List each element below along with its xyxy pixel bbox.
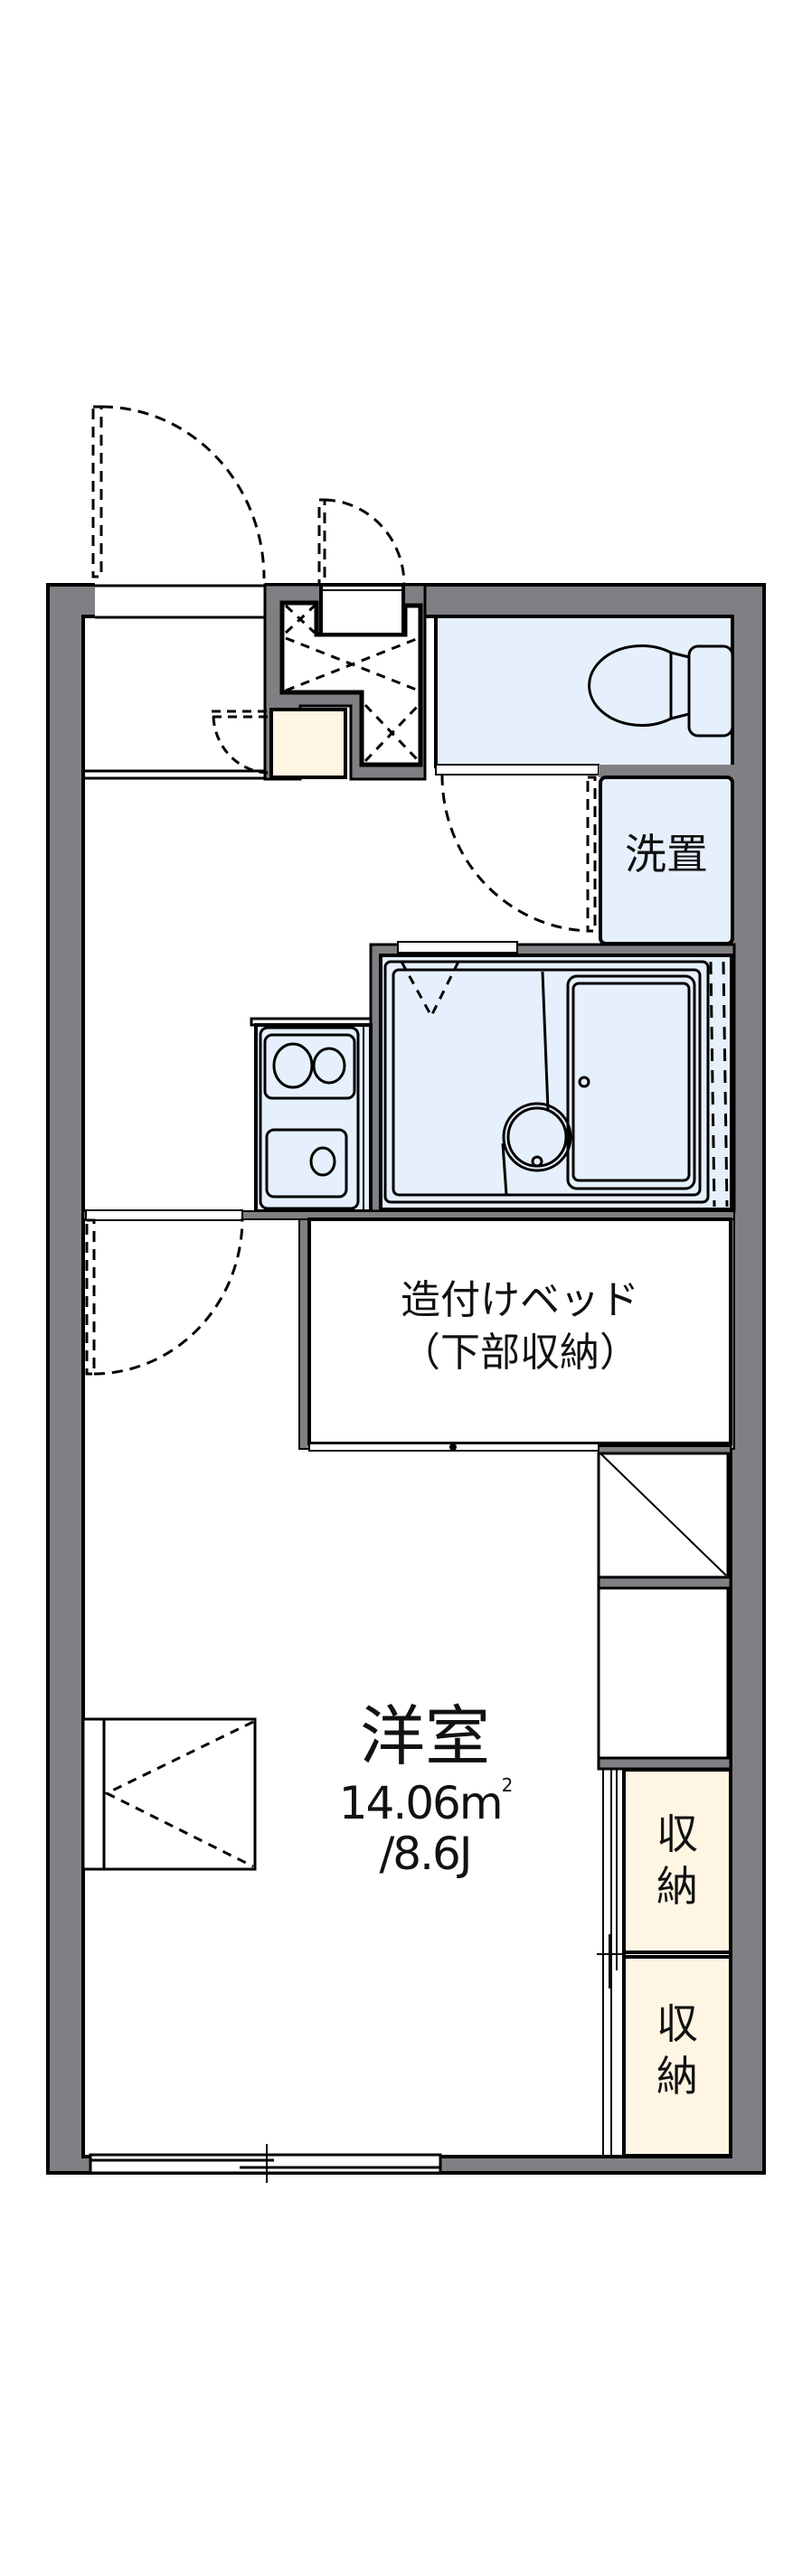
area-unit-sup: 2 — [501, 1774, 514, 1796]
built-in-bed — [298, 1217, 735, 1452]
storage-1 — [622, 1768, 732, 1954]
right-cabinets — [597, 1445, 732, 1771]
utility-door[interactable] — [317, 498, 406, 636]
sliding-window-icon[interactable] — [89, 2144, 442, 2183]
kitchen-counter — [250, 1017, 373, 1213]
room-door-swing-icon — [85, 1217, 244, 1376]
room-door[interactable] — [85, 1217, 244, 1376]
toilet-icon — [588, 644, 734, 738]
shoe-cabinet — [210, 708, 347, 779]
bathroom — [369, 941, 736, 1213]
laundry-label: 洗置 — [625, 830, 708, 879]
entry-door[interactable] — [91, 405, 266, 620]
western-room-label: 洋室 14.06m2 /8.6J — [298, 1704, 552, 1876]
utility-door-swing-icon — [317, 498, 406, 587]
storage-sliding-doors[interactable] — [597, 1770, 626, 2156]
built-in-bed-label: 造付けベッド （下部収納） — [309, 1274, 731, 1379]
storage-1-label: 収納 — [656, 1810, 698, 1911]
built-in-bed-label-line1: 造付けベッド — [401, 1277, 639, 1323]
washbasin-icon — [501, 971, 572, 1196]
bathtub-icon — [566, 974, 696, 1190]
pipe-shaft — [263, 583, 427, 781]
western-room-area: 14.06m2 — [298, 1776, 552, 1826]
western-room-name: 洋室 — [359, 1698, 490, 1774]
entry-door-swing-icon — [91, 405, 266, 579]
air-conditioner-icon — [81, 1717, 257, 1871]
stove-burners-icon — [263, 1033, 356, 1100]
western-room-size-jo: /8.6J — [379, 1828, 472, 1880]
bath-window-icon — [709, 961, 729, 1208]
laundry-door-swing-icon — [440, 774, 597, 933]
area-value: 14.06m — [338, 1777, 504, 1829]
storage-2-label: 収納 — [656, 1999, 698, 2101]
kitchen-sink-icon — [265, 1128, 348, 1199]
toilet-room — [434, 615, 734, 777]
built-in-bed-label-line2: （下部収納） — [401, 1330, 639, 1376]
storage-2 — [622, 1955, 732, 2158]
bath-door-swing-icon — [400, 961, 460, 1017]
